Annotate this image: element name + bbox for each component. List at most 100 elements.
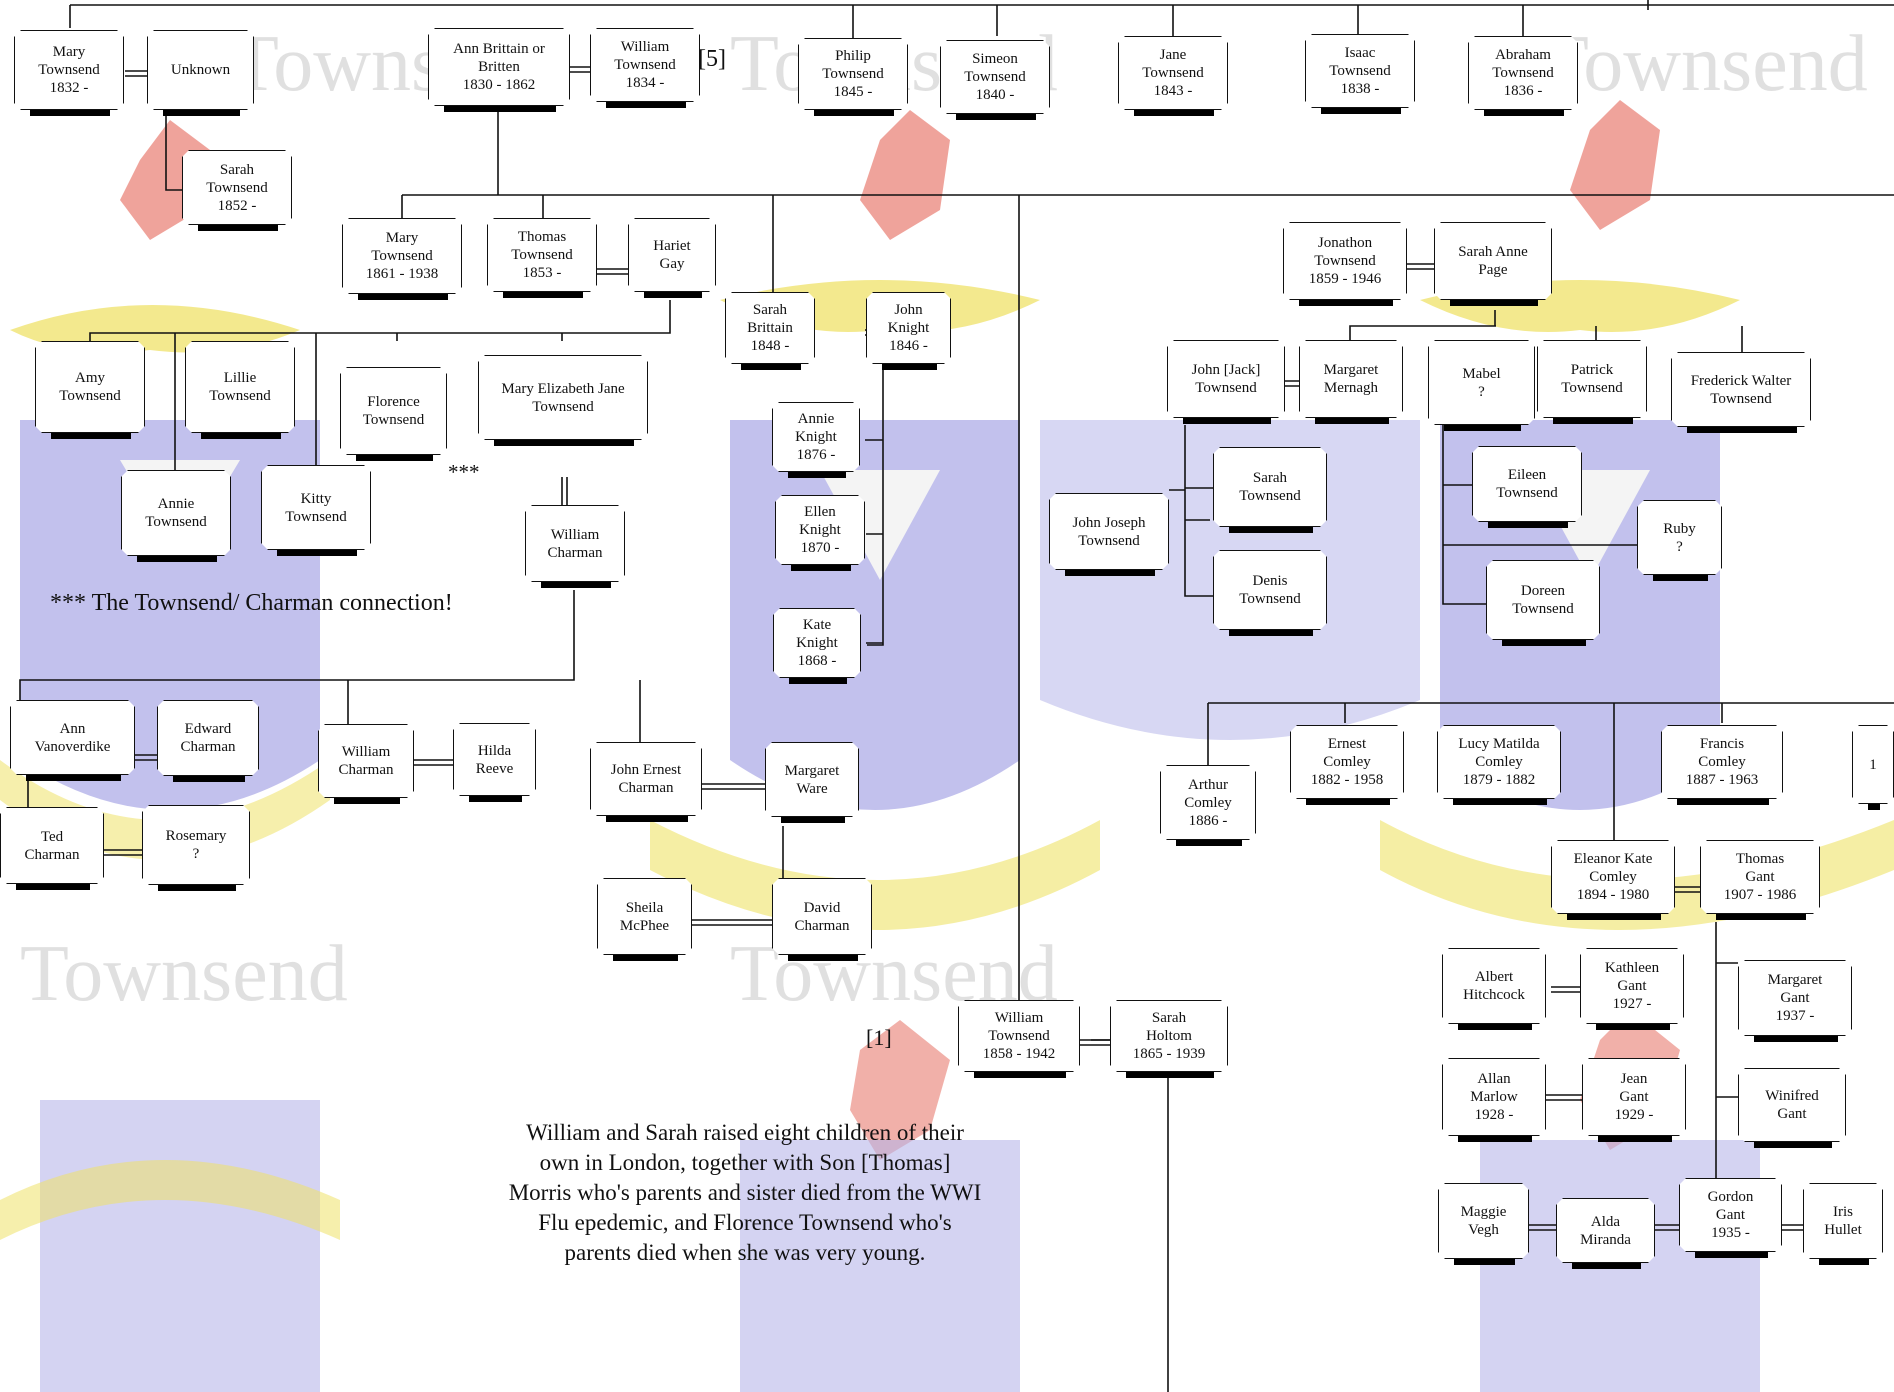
person-box-hariet-gay: Hariet Gay bbox=[628, 218, 716, 292]
person-box-william-townsend-1858: William Townsend 1858 - 1942 bbox=[958, 1000, 1080, 1072]
person-box-margaret-mernagh: Margaret Mernagh bbox=[1299, 340, 1403, 418]
person-box-margaret-ware: Margaret Ware bbox=[765, 742, 859, 817]
person-box-shadow bbox=[1134, 108, 1214, 116]
person-box-gordon-gant: Gordon Gant 1935 - bbox=[1679, 1178, 1782, 1252]
person-box-shadow bbox=[1126, 1070, 1214, 1078]
person-box-shadow bbox=[503, 290, 583, 298]
person-box-simeon-townsend: Simeon Townsend 1840 - bbox=[940, 40, 1050, 114]
person-box-william-townsend-1834: William Townsend 1834 - bbox=[590, 28, 700, 102]
person-box-shadow bbox=[1754, 1140, 1832, 1148]
person-box-ellen-knight: Ellen Knight 1870 - bbox=[775, 495, 865, 565]
person-box-shadow bbox=[1454, 1257, 1515, 1265]
person-box-eleanor-kate: Eleanor Kate Comley 1894 - 1980 bbox=[1551, 840, 1675, 914]
watermark-text: Townsend bbox=[1540, 20, 1868, 108]
person-box-partial-edge: 1 bbox=[1852, 725, 1894, 804]
person-box-abraham-townsend: Abraham Townsend 1836 - bbox=[1468, 36, 1578, 110]
person-box-maggie-vegh: Maggie Vegh bbox=[1438, 1183, 1529, 1259]
person-box-shadow bbox=[173, 774, 245, 782]
watermark-text: Townsend bbox=[20, 930, 348, 1018]
connection-note: *** The Townsend/ Charman connection! bbox=[50, 590, 453, 616]
person-box-shadow bbox=[788, 470, 846, 478]
person-box-hilda-reeve: Hilda Reeve bbox=[453, 723, 536, 796]
person-box-shadow bbox=[1321, 106, 1401, 114]
person-box-shadow bbox=[158, 883, 236, 891]
person-box-shadow bbox=[956, 112, 1036, 120]
person-box-mary-townsend-1832: Mary Townsend 1832 - bbox=[14, 30, 124, 110]
person-box-william-charman-1: William Charman bbox=[525, 505, 625, 582]
person-box-shadow bbox=[644, 290, 702, 298]
person-box-mary-elizabeth: Mary Elizabeth Jane Townsend bbox=[478, 355, 648, 440]
person-box-unknown: Unknown bbox=[147, 30, 254, 110]
person-box-shadow bbox=[277, 548, 357, 556]
person-box-shadow bbox=[1598, 1134, 1672, 1142]
person-box-mabel: Mabel ? bbox=[1428, 340, 1535, 425]
person-box-shadow bbox=[1176, 838, 1242, 846]
person-box-ernest-comley: Ernest Comley 1882 - 1958 bbox=[1290, 725, 1404, 799]
person-box-shadow bbox=[1450, 298, 1538, 306]
person-box-sarah-brittain: Sarah Brittain 1848 - bbox=[725, 292, 815, 364]
person-box-shadow bbox=[1229, 628, 1313, 636]
person-box-ann-vanoverdike: Ann Vanoverdike bbox=[10, 700, 135, 775]
person-box-shadow bbox=[1653, 573, 1708, 581]
person-box-thomas-gant: Thomas Gant 1907 - 1986 bbox=[1700, 840, 1820, 914]
person-box-john-jack-townsend: John [Jack] Townsend bbox=[1167, 340, 1285, 418]
person-box-annie-knight: Annie Knight 1876 - bbox=[772, 402, 860, 472]
person-box-shadow bbox=[882, 362, 937, 370]
person-box-jane-townsend: Jane Townsend 1843 - bbox=[1118, 36, 1228, 110]
person-box-shadow bbox=[137, 554, 217, 562]
person-box-annie-townsend: Annie Townsend bbox=[121, 470, 231, 556]
person-box-shadow bbox=[1687, 425, 1797, 433]
person-box-john-joseph: John Joseph Townsend bbox=[1049, 493, 1169, 570]
person-box-shadow bbox=[1183, 416, 1271, 424]
person-box-shadow bbox=[1065, 568, 1155, 576]
person-box-john-knight: John Knight 1846 - bbox=[866, 292, 951, 364]
person-box-sarah-townsend-1852: Sarah Townsend 1852 - bbox=[182, 150, 292, 225]
person-box-shadow bbox=[791, 563, 851, 571]
person-box-shadow bbox=[541, 580, 611, 588]
person-box-francis-comley: Francis Comley 1887 - 1963 bbox=[1661, 725, 1783, 799]
person-box-ann-brittain: Ann Brittain or Britten 1830 - 1862 bbox=[428, 28, 570, 106]
person-box-mary-townsend-1861: Mary Townsend 1861 - 1938 bbox=[342, 218, 462, 294]
person-box-jean-gant: Jean Gant 1929 - bbox=[1582, 1058, 1686, 1136]
person-box-shadow bbox=[613, 953, 678, 961]
person-box-shadow bbox=[788, 953, 858, 961]
person-box-shadow bbox=[1677, 797, 1769, 805]
person-box-margaret-gant: Margaret Gant 1937 - bbox=[1738, 960, 1852, 1036]
person-box-lucy-matilda: Lucy Matilda Comley 1879 - 1882 bbox=[1437, 725, 1561, 799]
person-box-david-charman: David Charman bbox=[772, 878, 872, 955]
reference-marker-5: [5] bbox=[698, 46, 726, 72]
person-box-edward-charman: Edward Charman bbox=[157, 700, 259, 776]
person-box-sarah-anne-page: Sarah Anne Page bbox=[1434, 222, 1552, 300]
person-box-allan-marlow: Allan Marlow 1928 - bbox=[1442, 1058, 1546, 1136]
person-box-shadow bbox=[1553, 416, 1633, 424]
family-story-note: William and Sarah raised eight children … bbox=[508, 1120, 982, 1265]
person-box-shadow bbox=[469, 794, 522, 802]
person-box-shadow bbox=[1484, 108, 1564, 116]
reference-marker-1: [1] bbox=[866, 1025, 892, 1050]
person-box-ruby: Ruby ? bbox=[1637, 500, 1722, 575]
person-box-shadow bbox=[1444, 423, 1521, 431]
person-box-shadow bbox=[1596, 1022, 1670, 1030]
person-box-shadow bbox=[1488, 520, 1568, 528]
person-box-amy-townsend: Amy Townsend bbox=[35, 341, 145, 433]
person-box-shadow bbox=[198, 223, 278, 231]
person-box-shadow bbox=[163, 108, 240, 116]
person-box-jonathon-townsend: Jonathon Townsend 1859 - 1946 bbox=[1283, 222, 1407, 300]
person-box-kitty-townsend: Kitty Townsend bbox=[261, 465, 371, 550]
person-box-thomas-townsend: Thomas Townsend 1853 - bbox=[487, 218, 597, 292]
person-box-shadow bbox=[606, 814, 688, 822]
person-box-sarah-townsend-2: Sarah Townsend bbox=[1213, 447, 1327, 527]
person-box-ted-charman: Ted Charman bbox=[0, 807, 104, 884]
person-box-shadow bbox=[51, 431, 131, 439]
person-box-shadow bbox=[974, 1070, 1066, 1078]
person-box-shadow bbox=[1229, 525, 1313, 533]
person-box-philip-townsend: Philip Townsend 1845 - bbox=[798, 38, 908, 110]
person-box-shadow bbox=[358, 292, 448, 300]
person-box-shadow bbox=[1572, 1261, 1641, 1269]
person-box-shadow bbox=[16, 882, 90, 890]
person-box-shadow bbox=[1754, 1034, 1838, 1042]
person-box-william-charman-2: William Charman bbox=[318, 724, 414, 798]
person-box-eileen-townsend: Eileen Townsend bbox=[1472, 446, 1582, 522]
person-box-rosemary: Rosemary ? bbox=[142, 805, 250, 885]
